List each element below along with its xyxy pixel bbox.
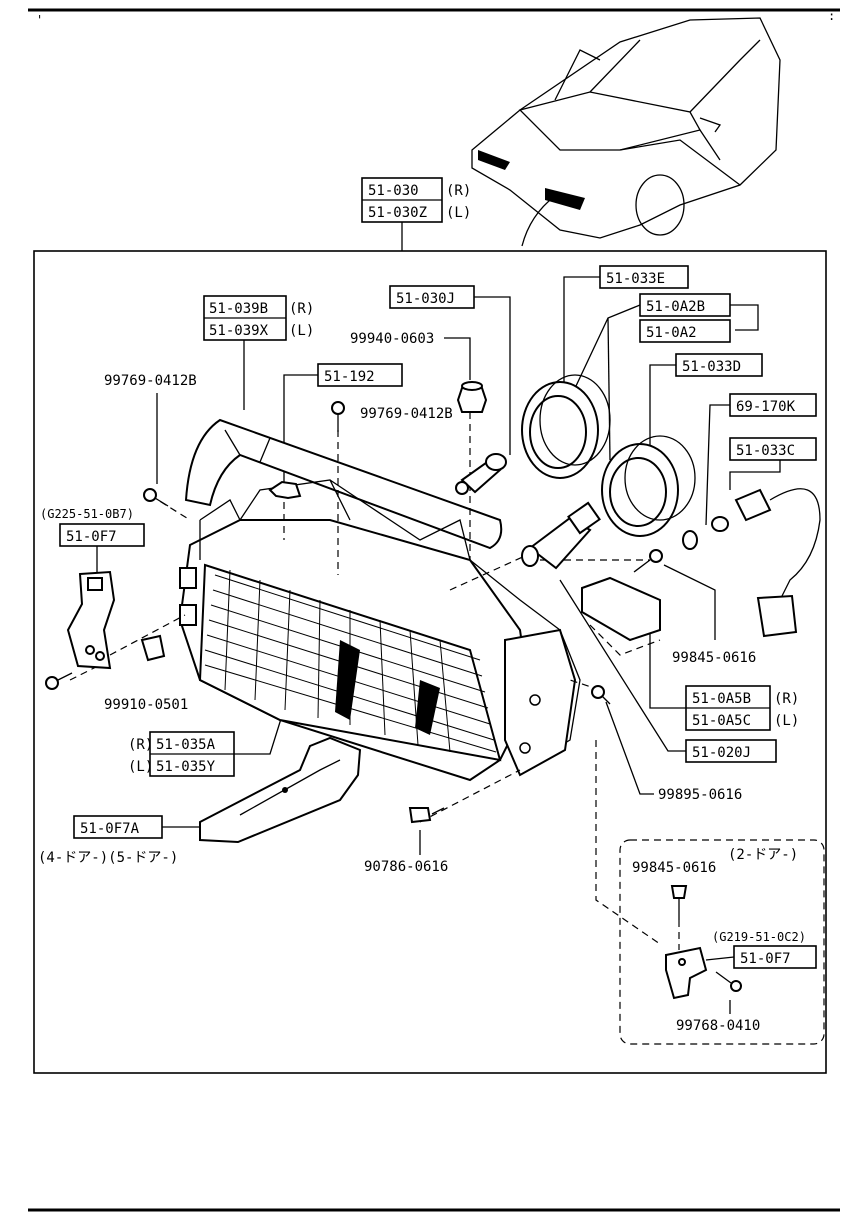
label-lens2-side-l: (L) xyxy=(128,759,153,775)
label-bracket-side-l: (L) xyxy=(774,713,799,729)
label-lens-r: 51-039B xyxy=(209,301,268,317)
label-screw-99768: 99768-0410 xyxy=(676,1018,760,1034)
svg-text::: : xyxy=(828,9,835,23)
screw-99845-a xyxy=(633,549,663,573)
main-parts-frame xyxy=(33,250,827,1074)
label-bracket-51-0A5B: 51-0A5B xyxy=(692,691,751,707)
bracket-51-0F7-b xyxy=(665,946,708,1000)
label-bracket-code-b: (G219-51-0C2) xyxy=(712,930,806,944)
label-door-2: (2-ドア-) xyxy=(728,847,798,863)
label-bracket-code-a: (G225-51-0B7) xyxy=(40,507,134,521)
label-screw-99845-b: 99845-0616 xyxy=(632,860,716,876)
label-headlamp-asm-l: 51-030Z xyxy=(368,205,427,221)
ring-51-033D xyxy=(601,435,696,537)
label-ring-51-033D: 51-033D xyxy=(682,359,741,375)
clip-51-192 xyxy=(268,480,302,500)
label-ring-51-033E: 51-033E xyxy=(606,271,665,287)
label-side-r: (R) xyxy=(446,183,471,199)
screw-99845-b xyxy=(670,885,688,950)
bolt-90786 xyxy=(408,807,445,824)
nut-99910 xyxy=(140,634,166,662)
label-nut-99910: 99910-0501 xyxy=(104,697,188,713)
lens-hatching xyxy=(204,569,497,753)
label-bulb: 51-030J xyxy=(396,291,455,307)
nut-99940 xyxy=(456,381,488,413)
harness-51-033C xyxy=(734,488,821,638)
lens-trim-strip xyxy=(184,418,503,550)
label-lens-l: 51-039X xyxy=(209,323,269,339)
ring-51-033E xyxy=(521,374,611,479)
label-bracket-51-0F7-a: 51-0F7 xyxy=(66,529,117,545)
bracket-51-0A5B xyxy=(581,576,661,642)
screw-99769-a xyxy=(143,488,169,507)
label-lens2-side-r: (R) xyxy=(128,737,153,753)
bracket-51-0F7A xyxy=(199,736,362,844)
label-screw-99769-a: 99769-0412B xyxy=(104,373,197,389)
screw-99895 xyxy=(591,685,611,705)
label-bracket-51-0A5C: 51-0A5C xyxy=(692,713,751,729)
svg-text:': ' xyxy=(36,13,43,27)
label-socket-51-0A2B: 51-0A2B xyxy=(646,299,705,315)
label-side-l: (L) xyxy=(446,205,471,221)
label-part-51-192: 51-192 xyxy=(324,369,375,385)
label-lens-51-035A: 51-035A xyxy=(156,737,216,753)
label-harness-51-033C: 51-033C xyxy=(736,443,795,459)
label-bulb-69-170K: 69-170K xyxy=(736,399,796,415)
label-screw-99769-b: 99769-0412B xyxy=(360,406,453,422)
screw-left-bracket xyxy=(45,672,73,690)
label-screw-99895: 99895-0616 xyxy=(658,787,742,803)
label-bracket-51-0F7A: 51-0F7A xyxy=(80,821,140,837)
label-door-4-5: (4-ドア-)(5-ドア-) xyxy=(38,850,178,866)
label-lens-side-r: (R) xyxy=(289,301,314,317)
label-nut-99940: 99940-0603 xyxy=(350,331,434,347)
bracket-51-0F7-a xyxy=(66,570,116,670)
label-bracket-side-r: (R) xyxy=(774,691,799,707)
headlamp-housing xyxy=(178,479,581,782)
label-lens-side-l: (L) xyxy=(289,323,314,339)
label-headlamp-asm-r: 51-030 xyxy=(368,183,419,199)
label-screw-99845-a: 99845-0616 xyxy=(672,650,756,666)
bulb-69-170K xyxy=(682,516,729,550)
vehicle-illustration xyxy=(471,17,781,247)
label-bolt-90786: 90786-0616 xyxy=(364,859,448,875)
label-lens-51-035Y: 51-035Y xyxy=(156,759,216,775)
bulb-51-030J xyxy=(455,453,507,495)
label-socket-51-0A2: 51-0A2 xyxy=(646,325,697,341)
bulb-51-020J xyxy=(521,501,601,570)
label-bulb-51-020J: 51-020J xyxy=(692,745,751,761)
two-door-inset-frame xyxy=(619,839,825,1045)
screw-99769-b xyxy=(331,401,345,432)
label-bracket-51-0F7-b: 51-0F7 xyxy=(740,951,791,967)
screw-99768 xyxy=(715,971,742,1014)
